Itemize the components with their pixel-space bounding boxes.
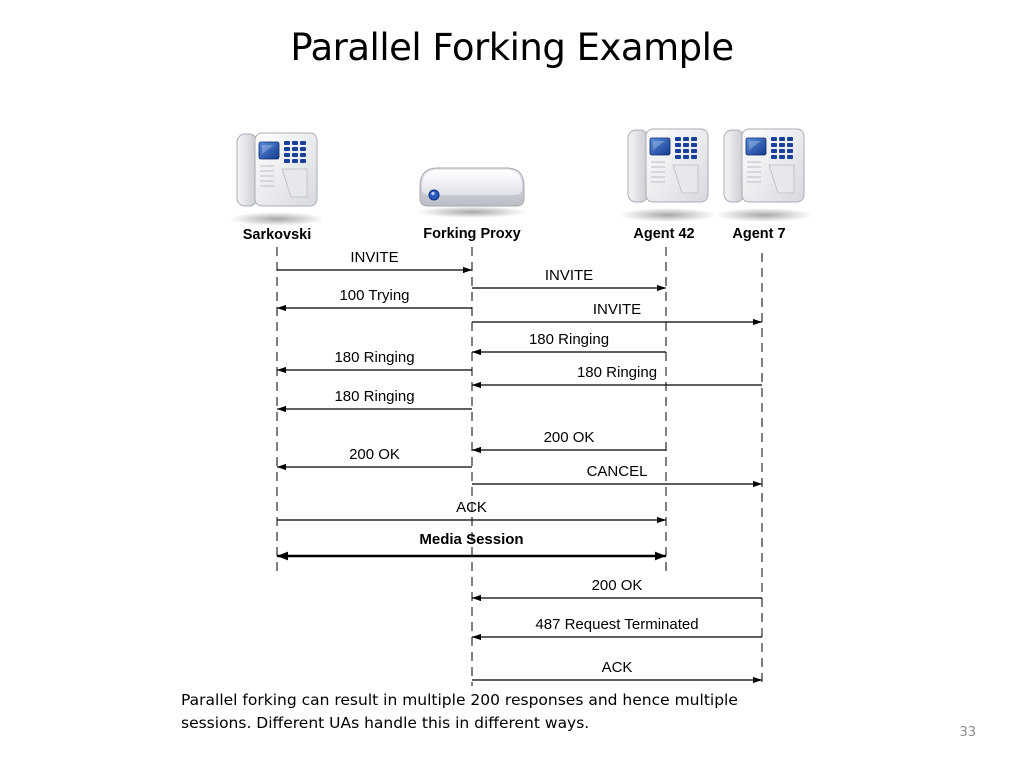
phone-icon <box>715 128 813 223</box>
message: 200 OK <box>277 446 472 471</box>
message: 487 Request Terminated <box>472 616 762 641</box>
participant-label: Sarkovski <box>243 227 312 243</box>
message-label: 200 OK <box>592 577 643 594</box>
message: 180 Ringing <box>472 331 666 356</box>
participant-label: Agent 7 <box>732 226 785 242</box>
participant-label: Agent 42 <box>633 226 694 242</box>
participant-agent7: Agent 7 <box>715 128 813 242</box>
message-label: 180 Ringing <box>577 364 657 381</box>
message-label: 180 Ringing <box>334 349 414 366</box>
message-label: ACK <box>602 659 633 676</box>
router-icon <box>416 167 528 219</box>
message-label: INVITE <box>350 249 398 266</box>
message: ACK <box>472 659 762 684</box>
message-label: Media Session <box>419 531 523 548</box>
message-label: 200 OK <box>544 429 595 446</box>
participants: Sarkovski Forking Proxy Agent 42 Agent 7 <box>228 128 813 243</box>
message: 100 Trying <box>277 287 472 312</box>
slide-title: Parallel Forking Example <box>290 26 734 69</box>
message-label: 180 Ringing <box>529 331 609 348</box>
message-label: 100 Trying <box>339 287 409 304</box>
message: INVITE <box>472 301 762 326</box>
message: 180 Ringing <box>277 349 472 374</box>
message: 200 OK <box>472 577 762 602</box>
message: CANCEL <box>472 463 762 488</box>
message-label: 200 OK <box>349 446 400 463</box>
phone-icon <box>619 128 717 223</box>
caption-line-1: Parallel forking can result in multiple … <box>181 691 738 709</box>
message: 180 Ringing <box>472 364 762 389</box>
caption: Parallel forking can result in multiple … <box>181 689 801 735</box>
message: INVITE <box>277 249 472 274</box>
message-label: ACK <box>456 499 487 516</box>
participant-agent42: Agent 42 <box>619 128 717 242</box>
message: 180 Ringing <box>277 388 472 413</box>
message-label: INVITE <box>545 267 593 284</box>
message-label: 487 Request Terminated <box>535 616 698 633</box>
message: ACK <box>277 499 666 524</box>
participant-sarkovski: Sarkovski <box>228 132 326 243</box>
message: 200 OK <box>472 429 666 454</box>
caption-line-2: sessions. Different UAs handle this in d… <box>181 714 590 732</box>
page-number: 33 <box>959 725 976 740</box>
participant-proxy: Forking Proxy <box>416 167 528 242</box>
message-label: INVITE <box>593 301 641 318</box>
message-label: CANCEL <box>587 463 648 480</box>
message: Media Session <box>277 531 666 561</box>
participant-label: Forking Proxy <box>423 226 521 242</box>
message-label: 180 Ringing <box>334 388 414 405</box>
phone-icon <box>228 132 326 227</box>
message: INVITE <box>472 267 666 292</box>
